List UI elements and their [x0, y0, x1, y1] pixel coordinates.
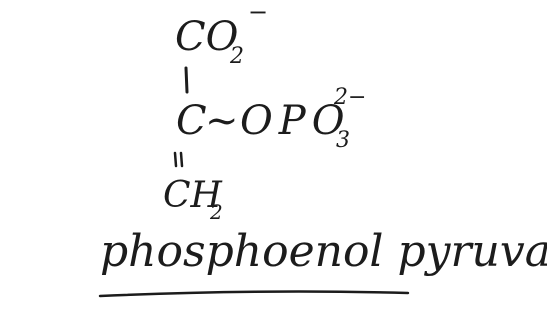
- phosphate-subscript: 3: [336, 128, 350, 153]
- methylene-subscript: 2: [209, 200, 223, 224]
- high-energy-bond-label: ~: [205, 98, 239, 144]
- carboxylate-group: CO 2 −: [175, 0, 268, 69]
- middle-carbon-label: C: [176, 98, 207, 144]
- compound-name: phosphoenol pyruvate: [100, 226, 547, 277]
- carboxylate-subscript: 2: [229, 44, 244, 69]
- phosphate-charge: 2−: [333, 85, 366, 110]
- name-underline: [98, 290, 410, 298]
- phosphate-carbon-group: C ~ OPO 3 2−: [176, 85, 366, 153]
- phosphate-label: OPO: [240, 98, 351, 144]
- carboxylate-charge: −: [248, 0, 268, 26]
- carboxylate-label: CO: [175, 14, 238, 60]
- single-bond: [184, 66, 189, 94]
- methylene-label: CH: [163, 175, 223, 216]
- double-bond: [173, 151, 184, 168]
- methylene-group: CH 2: [163, 175, 223, 224]
